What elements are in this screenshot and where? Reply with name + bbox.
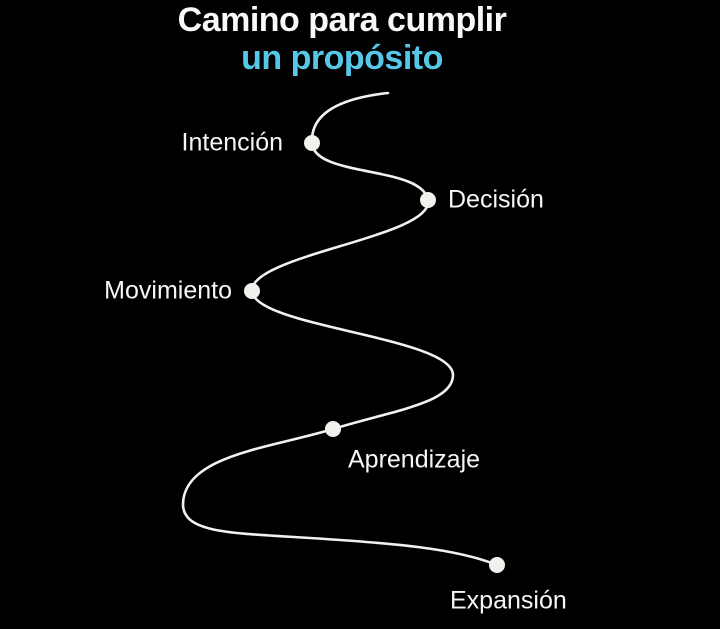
title-line-2: un propósito (241, 39, 443, 77)
milestone-dot-aprendizaje (325, 421, 341, 437)
title-line-1: Camino para cumplir (177, 1, 507, 39)
milestone-dot-decisión (420, 192, 436, 208)
milestone-label-aprendizaje: Aprendizaje (348, 445, 481, 474)
milestone-dot-intención (304, 135, 320, 151)
milestone-dot-movimiento (244, 283, 260, 299)
milestone-label-decisión: Decisión (448, 185, 544, 214)
milestone-label-expansión: Expansión (450, 586, 567, 615)
milestone-dot-expansión (489, 557, 505, 573)
milestone-label-intención: Intención (181, 128, 283, 157)
milestone-label-movimiento: Movimiento (104, 276, 232, 305)
milestone-dots (244, 135, 505, 573)
page-title: Camino para cumplir un propósito (178, 1, 507, 77)
journey-curve (181, 91, 499, 567)
